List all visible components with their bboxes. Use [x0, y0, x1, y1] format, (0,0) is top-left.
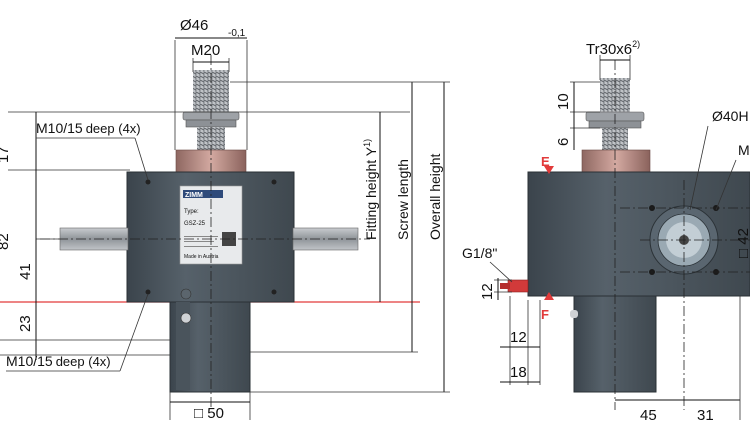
dim-g18: G1/8" — [462, 245, 497, 261]
dim-31: 31 — [697, 407, 714, 424]
label-overall-height: Overall height — [427, 154, 443, 240]
dim-82: 82 — [0, 233, 12, 250]
grease-nipple — [180, 288, 192, 300]
dim-top-diameter: Ø46 — [180, 17, 208, 34]
dim-10: 10 — [555, 93, 572, 110]
dim-circle: Ø40H — [712, 108, 749, 124]
tapped-hole — [145, 289, 151, 295]
right-view: E F Tr30x62) 10 6 Ø40H M □ 42 G1/8" 12 — [462, 39, 750, 424]
marker-e: E — [541, 154, 550, 169]
dim-top-tolerance: -0,1 — [228, 28, 246, 39]
dim-42: □ 42 — [735, 228, 750, 258]
dim-45: 45 — [640, 407, 657, 424]
marker-f: F — [541, 307, 549, 322]
plate-line: Made in Austria — [184, 254, 219, 260]
dim-square: □ 50 — [194, 405, 224, 422]
dim-thread-right: Tr30x62) — [586, 39, 640, 58]
dim-12-vertical: 12 — [479, 283, 496, 300]
dim-18: 18 — [510, 364, 527, 381]
plate-line: GSZ-25 — [184, 221, 206, 227]
dim-12-horizontal: 12 — [510, 329, 527, 346]
dim-23: 23 — [17, 315, 34, 332]
tapped-hole — [145, 179, 151, 185]
label-screw-length: Screw length — [395, 159, 411, 240]
bronze-collar-right — [581, 149, 651, 173]
left-view: ZIMM Type: GSZ-25 Made in Austria Ø46 -0… — [0, 17, 450, 422]
label-fitting-height: Fitting height Y1) — [362, 139, 379, 240]
tapped-hole — [271, 179, 277, 185]
dim-thread: M20 — [191, 42, 220, 59]
plate-line: Type: — [184, 209, 199, 215]
dim-6: 6 — [555, 138, 572, 146]
grease-fitting — [507, 279, 529, 293]
callout-m: M — [738, 142, 750, 158]
dim-41: 41 — [17, 263, 34, 280]
dim-17: 17 — [0, 146, 12, 163]
plate-brand: ZIMM — [185, 192, 203, 199]
tapped-hole — [271, 289, 277, 295]
